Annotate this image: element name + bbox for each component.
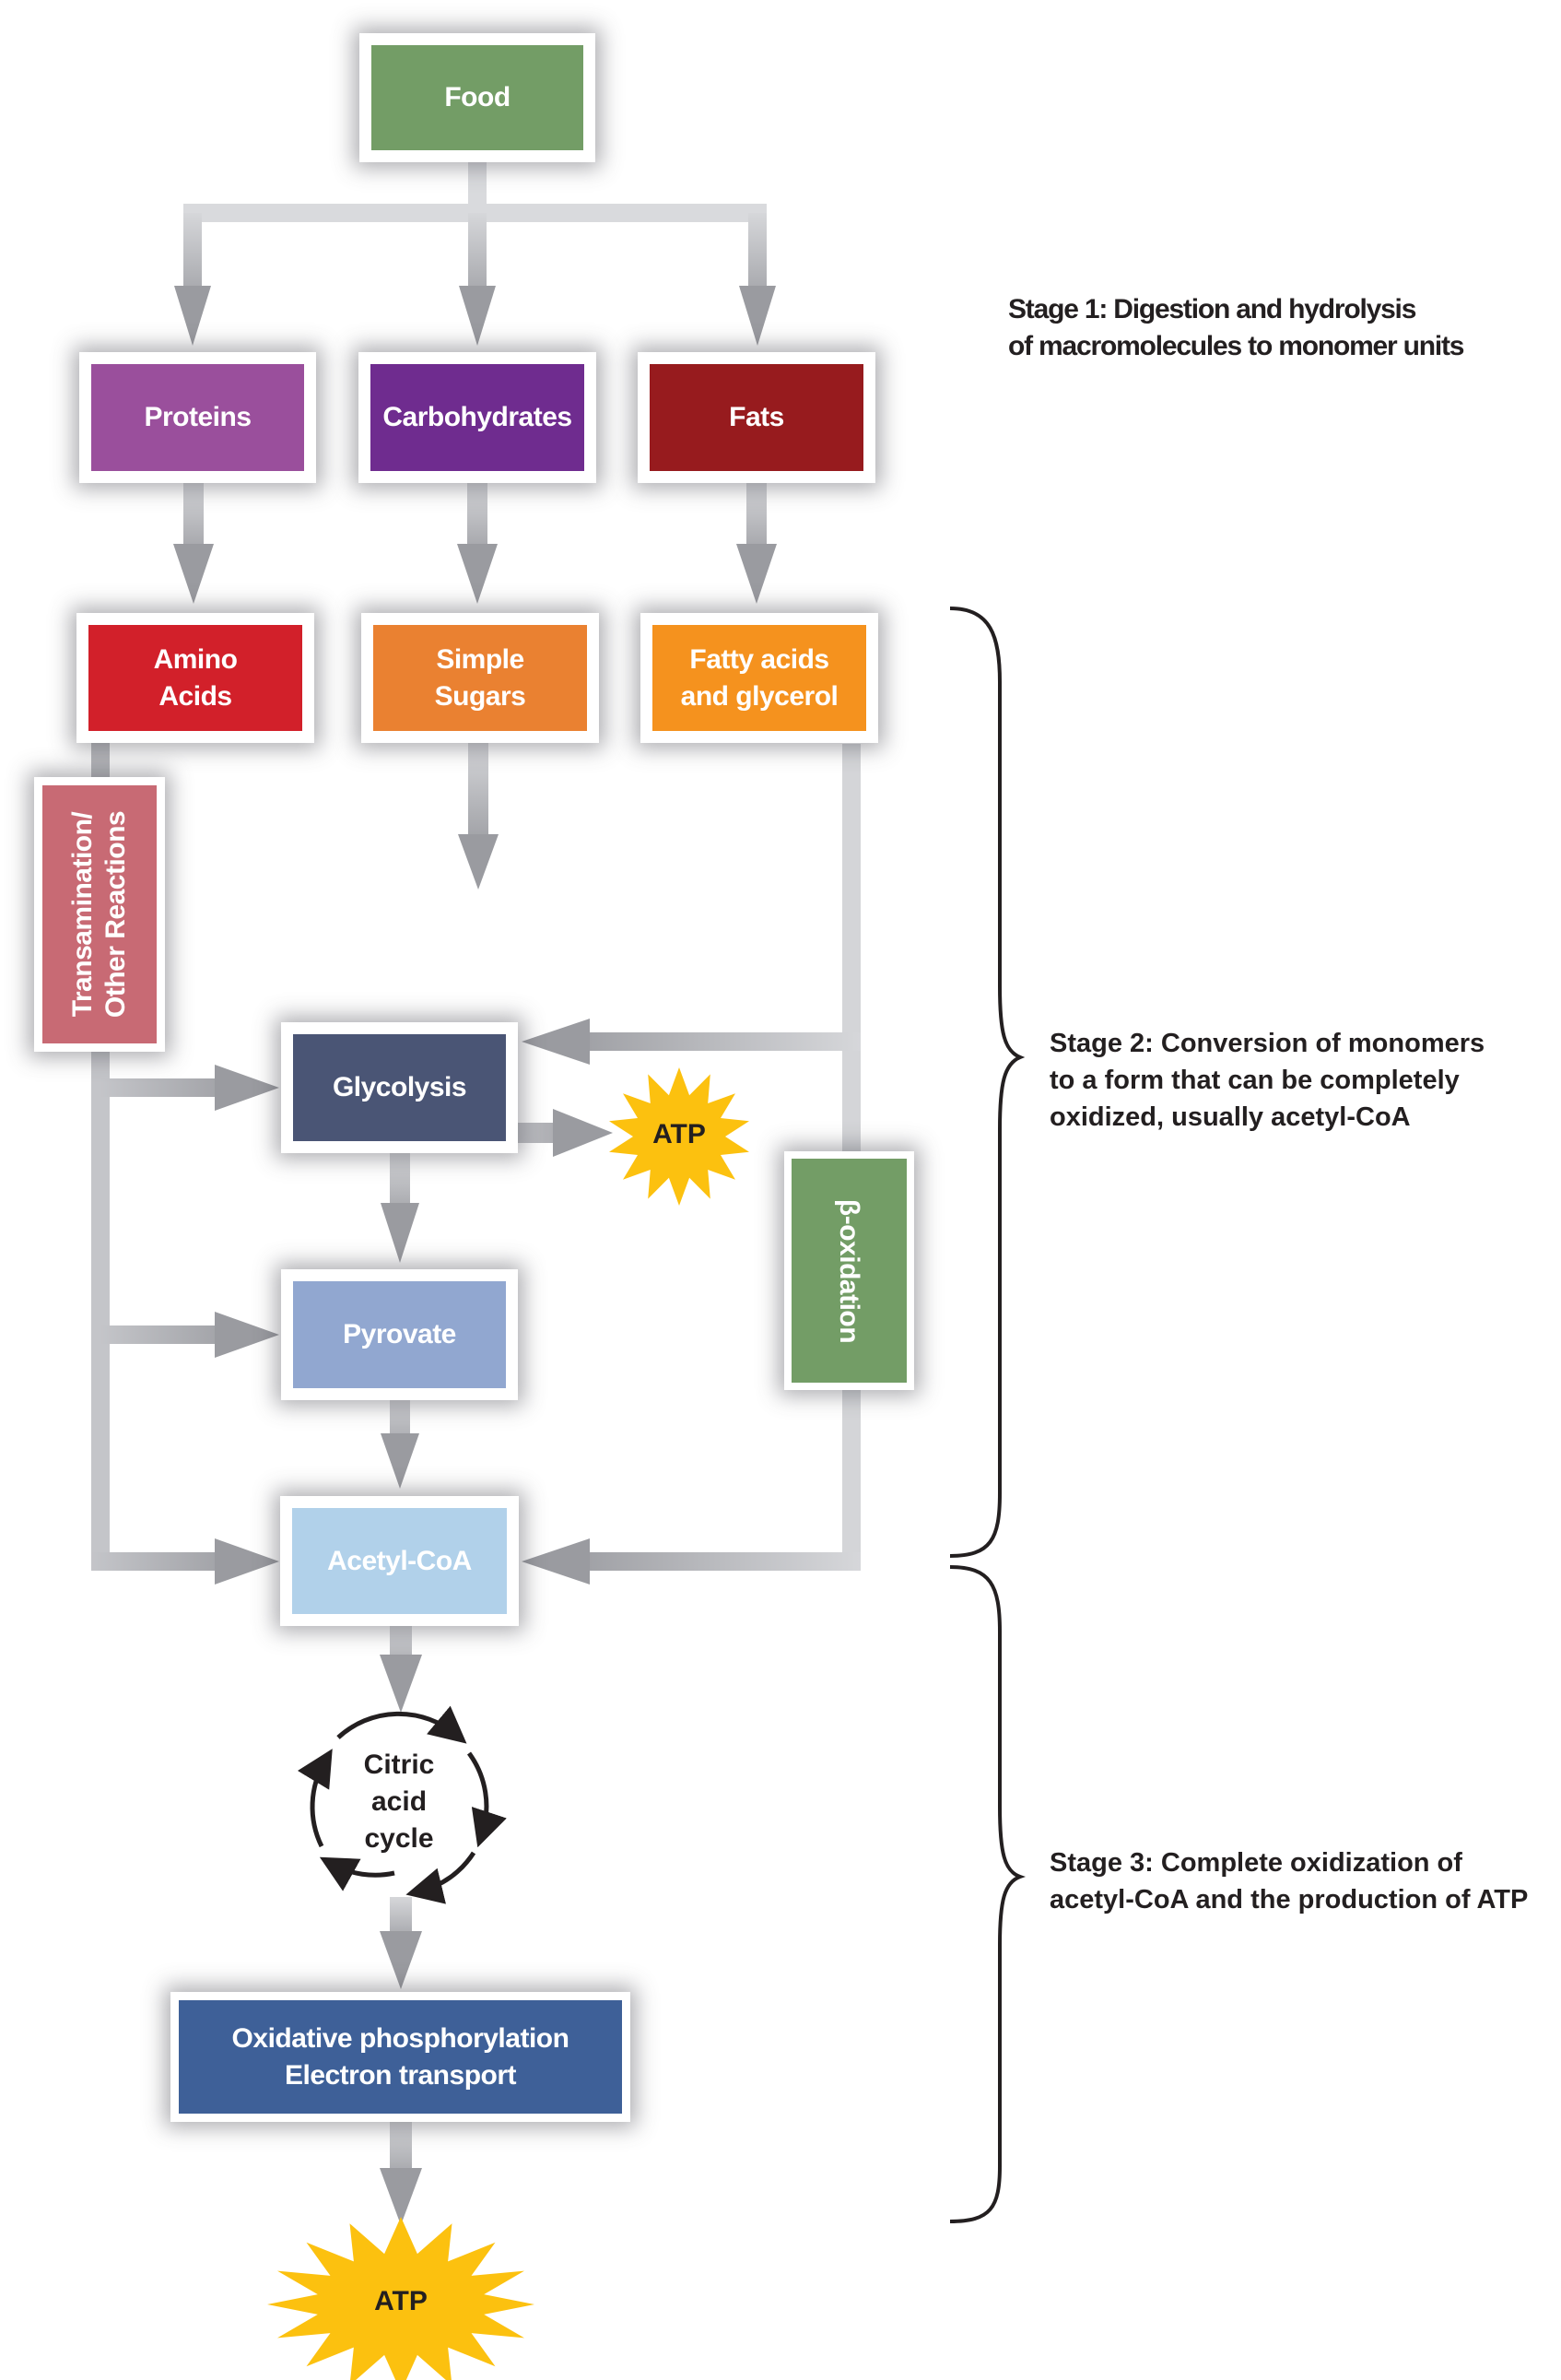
citric-acid-cycle-label: Citric acid cycle	[330, 1747, 468, 1857]
arrow-glycolysis-to-atp	[517, 1109, 613, 1157]
arrow-simple-sugars-down	[458, 742, 499, 890]
arrow-acetyl-coa-to-citric-cycle	[380, 1626, 422, 1713]
node-glycolysis-label: Glycolysis	[332, 1072, 467, 1102]
node-pyrovate-label: Pyrovate	[343, 1319, 456, 1349]
node-simple-sugars-label-2: Sugars	[434, 680, 526, 712]
node-fatty-acids: Fatty acids and glycerol	[640, 613, 878, 743]
node-glycolysis: Glycolysis	[281, 1022, 518, 1153]
arrow-left-to-glycolysis	[100, 1065, 279, 1111]
atp-star-large	[267, 2217, 534, 2380]
arrow-to-proteins	[174, 213, 211, 346]
node-amino-acids-fill: Amino Acids	[88, 625, 302, 731]
node-pyrovate-fill: Pyrovate	[293, 1281, 506, 1388]
node-amino-acids: Amino Acids	[76, 613, 314, 743]
node-oxidative-phosphorylation: Oxidative phosphorylation Electron trans…	[170, 1992, 630, 2122]
node-transamination-label-1: Transamination/	[67, 811, 99, 1018]
node-fats-label: Fats	[729, 402, 784, 432]
node-fats-fill: Fats	[650, 364, 863, 471]
node-acetyl-coa-label: Acetyl-CoA	[327, 1545, 472, 1576]
arrow-proteins-to-amino-acids	[173, 482, 214, 604]
stage-2-line-2: to a form that can be completely	[1050, 1066, 1460, 1095]
node-transamination-label: Transamination/ Other Reactions	[66, 811, 133, 1018]
stage-2-line-3: oxidized, usually acetyl-CoA	[1050, 1102, 1411, 1132]
arrow-oxidative-to-atp	[380, 2122, 422, 2225]
node-carbohydrates-label: Carbohydrates	[382, 402, 572, 432]
node-proteins-fill: Proteins	[91, 364, 304, 471]
citric-cycle-line-2: acid	[370, 1786, 428, 1817]
citric-cycle-line-3: cycle	[364, 1823, 434, 1854]
node-amino-acids-label-1: Amino	[153, 643, 238, 675]
arrow-glycolysis-to-pyrovate	[381, 1152, 419, 1263]
arrow-left-to-pyrovate	[100, 1312, 279, 1358]
stage-3-line-1: Stage 3: Complete oxidization of	[1050, 1848, 1462, 1878]
node-carbohydrates-fill: Carbohydrates	[370, 364, 584, 471]
arrow-right-to-acetyl-coa	[522, 1538, 861, 1585]
arrow-fats-to-fatty-acids	[736, 482, 777, 604]
stage-2-brace	[949, 607, 1026, 1558]
arrow-citric-cycle-to-oxidative	[380, 1897, 422, 1989]
connector-amino-to-transamination	[91, 742, 110, 779]
citric-cycle-arrows	[297, 1705, 507, 1904]
arrow-right-to-glycolysis	[522, 1019, 861, 1065]
node-simple-sugars-fill: Simple Sugars	[373, 625, 587, 731]
stage-3-label: Stage 3: Complete oxidization of acetyl-…	[1050, 1844, 1528, 1918]
node-fatty-acids-label-2: and glycerol	[680, 680, 839, 712]
node-glycolysis-fill: Glycolysis	[293, 1034, 506, 1141]
stage-2-line-1: Stage 2: Conversion of monomers	[1050, 1029, 1485, 1058]
arrow-pyrovate-to-acetyl-coa	[381, 1399, 419, 1489]
citric-cycle-line-1: Citric	[363, 1750, 435, 1780]
node-fatty-acids-label-1: Fatty acids	[689, 643, 829, 675]
cycle-arrow-3	[405, 1851, 476, 1904]
arrow-to-carbohydrates	[459, 213, 496, 346]
cycle-arrow-4	[319, 1856, 395, 1891]
cycle-arrow-2	[466, 1751, 507, 1848]
node-transamination-fill: Transamination/ Other Reactions	[42, 785, 157, 1043]
atp-small-label: ATP	[652, 1119, 706, 1149]
node-transamination: Transamination/ Other Reactions	[34, 777, 165, 1052]
node-acetyl-coa: Acetyl-CoA	[280, 1496, 519, 1626]
node-transamination-label-2: Other Reactions	[100, 810, 132, 1019]
connector-left-trunk	[91, 1049, 110, 1571]
stage-1-line-2: of macromolecules to monomer units	[1008, 331, 1464, 361]
node-oxidative-label-1: Oxidative phosphorylation	[231, 2022, 569, 2054]
cycle-arrow-5	[297, 1749, 333, 1848]
node-acetyl-coa-fill: Acetyl-CoA	[292, 1508, 507, 1614]
stage-3-line-2: acetyl-CoA and the production of ATP	[1050, 1885, 1529, 1915]
node-beta-oxidation-fill: β-oxidation	[792, 1159, 907, 1383]
arrow-left-to-acetyl-coa	[91, 1538, 279, 1585]
node-food-fill: Food	[371, 45, 583, 150]
node-amino-acids-label-2: Acids	[158, 680, 232, 712]
node-proteins: Proteins	[79, 352, 316, 483]
node-pyrovate: Pyrovate	[281, 1269, 518, 1400]
node-food: Food	[359, 33, 595, 162]
node-proteins-label: Proteins	[144, 402, 252, 432]
node-oxidative-fill: Oxidative phosphorylation Electron trans…	[179, 2000, 622, 2114]
node-simple-sugars-label-1: Simple	[436, 643, 524, 675]
atp-star-small	[609, 1067, 749, 1206]
node-fatty-acids-fill: Fatty acids and glycerol	[652, 625, 866, 731]
node-fats: Fats	[638, 352, 875, 483]
arrow-carbohydrates-to-simple-sugars	[457, 482, 498, 604]
node-beta-oxidation: β-oxidation	[784, 1151, 914, 1390]
atp-large-label: ATP	[374, 2286, 428, 2316]
node-carbohydrates: Carbohydrates	[358, 352, 596, 483]
arrow-to-fats	[739, 213, 776, 346]
stage-3-brace	[949, 1565, 1026, 2223]
stage-1-label: Stage 1: Digestion and hydrolysis of mac…	[1008, 291, 1464, 365]
node-food-label: Food	[444, 82, 511, 112]
node-simple-sugars: Simple Sugars	[361, 613, 599, 743]
node-beta-oxidation-label: β-oxidation	[834, 1198, 865, 1343]
cycle-arrow-1	[336, 1705, 467, 1744]
stage-1-line-1: Stage 1: Digestion and hydrolysis	[1008, 294, 1416, 324]
stage-2-label: Stage 2: Conversion of monomers to a for…	[1050, 1025, 1485, 1136]
node-oxidative-label-2: Electron transport	[284, 2059, 517, 2091]
